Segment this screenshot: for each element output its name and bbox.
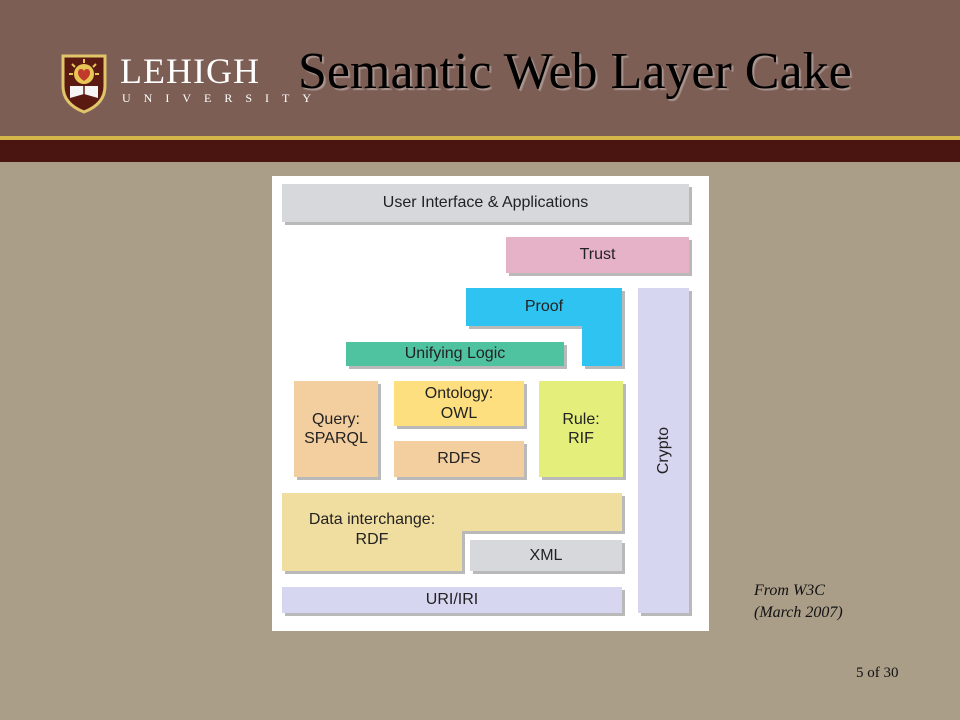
- layer-ontology-owl: Ontology: OWL: [394, 381, 524, 426]
- layer-trust-label: Trust: [579, 246, 616, 264]
- layer-proof: [466, 288, 625, 369]
- layer-ontology-label: Ontology:: [424, 385, 494, 403]
- layer-rif-label: RIF: [568, 430, 594, 447]
- source-note: From W3C (March 2007): [754, 580, 843, 624]
- layer-query-sparql: Query: SPARQL: [294, 381, 378, 477]
- layer-uri-iri: URI/IRI: [282, 587, 622, 613]
- source-note-line1: From W3C: [754, 582, 825, 599]
- lehigh-university-subtext: UNIVERSITY: [122, 91, 324, 105]
- layer-rdfs: RDFS: [394, 441, 524, 477]
- layer-data-interchange-label: Data interchange:: [308, 511, 436, 528]
- layer-query-label: Query:: [311, 410, 360, 428]
- lehigh-shield-icon: [61, 54, 107, 114]
- layer-ui-apps: User Interface & Applications: [282, 184, 689, 222]
- layer-rdfs-label: RDFS: [437, 450, 481, 468]
- layer-crypto: Crypto: [638, 288, 689, 613]
- layer-data-interchange-rdf: [282, 493, 625, 574]
- layer-unifying-logic-label: Unifying Logic: [404, 345, 506, 363]
- lehigh-wordmark: LEHIGH: [120, 51, 260, 91]
- slide-header: [0, 0, 960, 136]
- header-maroon-band: [0, 140, 960, 162]
- layer-ui-apps-label: User Interface & Applications: [382, 194, 589, 212]
- source-note-line2: (March 2007): [754, 604, 843, 621]
- layer-owl-label: OWL: [440, 404, 478, 422]
- layer-sparql-label: SPARQL: [304, 430, 368, 447]
- layer-unifying-logic: Unifying Logic: [346, 342, 564, 366]
- layer-proof-label: Proof: [524, 298, 564, 315]
- header-gold-line: [0, 136, 960, 140]
- layer-rule-label: Rule:: [562, 410, 600, 428]
- slide-title: Semantic Web Layer Cake: [298, 43, 852, 100]
- layer-uri-iri-label: URI/IRI: [425, 591, 479, 609]
- layer-crypto-label: Crypto: [654, 426, 672, 475]
- layer-rdf-label: RDF: [355, 531, 389, 548]
- slide-number: 5 of 30: [856, 665, 899, 681]
- layer-xml-label: XML: [529, 546, 563, 564]
- layer-trust: Trust: [506, 237, 689, 273]
- layer-xml: XML: [470, 540, 622, 571]
- layer-cake-diagram: User Interface & Applications Trust Proo…: [272, 176, 709, 631]
- layer-rule-rif: Rule: RIF: [539, 381, 623, 477]
